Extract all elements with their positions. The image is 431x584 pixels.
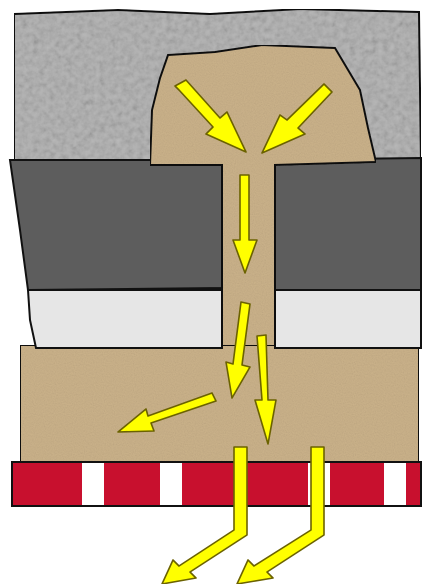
drain-pipe — [12, 462, 421, 506]
dark-clay-right — [275, 158, 421, 290]
sand-lower-layer — [20, 345, 419, 462]
light-clay-left — [28, 290, 222, 348]
dark-clay-left — [10, 160, 222, 290]
light-clay-right — [275, 290, 421, 348]
